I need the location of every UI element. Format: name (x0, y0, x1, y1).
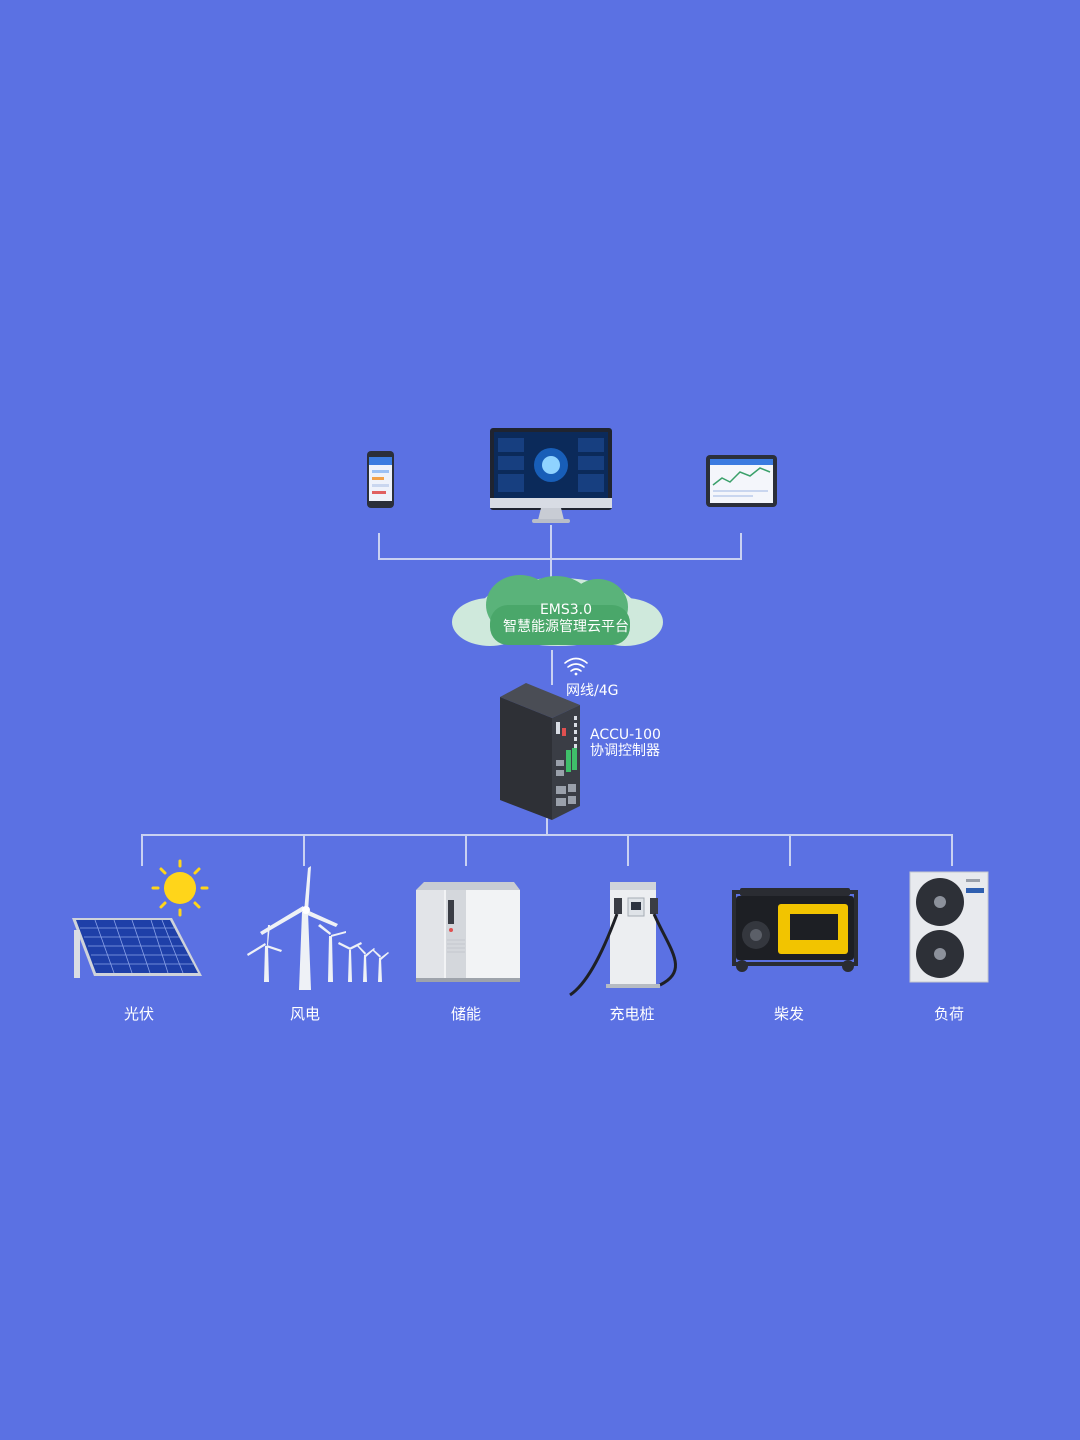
device-label-storage: 储能 (450, 1005, 481, 1023)
cloud-platform-icon (452, 575, 663, 646)
controller-model: ACCU-100 (590, 727, 661, 743)
sun-icon (151, 859, 209, 917)
cloud-platform-label: EMS3.0 智慧能源管理云平台 (478, 602, 654, 636)
charging-pile-icon (569, 882, 677, 997)
device-connectors (141, 818, 953, 866)
tablet-icon (706, 455, 777, 507)
controller-cabinet-icon (500, 683, 580, 820)
device-label-wind: 风电 (289, 1005, 320, 1023)
device-label-generator: 柴发 (773, 1005, 804, 1023)
device-label-charger: 充电桩 (609, 1005, 655, 1023)
cloud-platform-version: EMS3.0 (539, 602, 593, 618)
desktop-monitor-icon (490, 428, 612, 523)
energy-storage-cabinet-icon (416, 882, 520, 982)
cloud-platform-name: 智慧能源管理云平台 (503, 619, 629, 635)
device-label-load: 负荷 (933, 1005, 964, 1023)
wind-turbine-icon (247, 866, 389, 990)
diesel-generator-icon (732, 888, 858, 972)
controller-label: ACCU-100 协调控制器 (590, 727, 661, 759)
terminal-bus-line (378, 533, 742, 560)
device-bus-line (141, 834, 953, 866)
terminal-connectors (378, 525, 742, 685)
controller-name: 协调控制器 (590, 743, 660, 759)
smartphone-icon (367, 451, 394, 508)
hvac-load-icon (909, 871, 989, 983)
wifi-icon (564, 657, 588, 676)
network-label: 网线/4G (566, 683, 619, 699)
device-label-solar: 光伏 (123, 1005, 154, 1023)
solar-panel-icon (72, 859, 209, 978)
